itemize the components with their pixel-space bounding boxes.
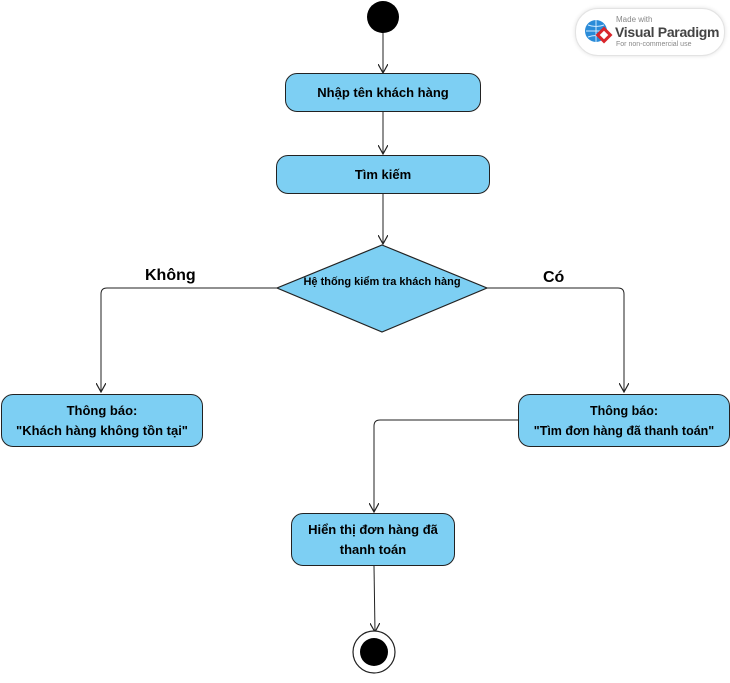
action-search[interactable]: Tìm kiếm bbox=[276, 155, 490, 194]
decision-diamond[interactable] bbox=[275, 244, 489, 333]
visual-paradigm-logo-icon bbox=[585, 20, 613, 44]
show-orders-line-1: Hiển thị đơn hàng đã bbox=[308, 521, 438, 537]
watermark-brand: Visual Paradigm bbox=[615, 24, 720, 40]
show-orders-line-2: thanh toán bbox=[339, 541, 407, 557]
edge-show-to-end bbox=[374, 565, 375, 632]
edge-decision-yes bbox=[487, 287, 624, 392]
edge-decision-no bbox=[101, 287, 277, 392]
notify-found-line-1: Thông báo: bbox=[589, 403, 659, 418]
notify-not-found-line-2: "Khách hàng không tồn tại" bbox=[16, 422, 188, 438]
notify-found-line-2: "Tìm đơn hàng đã thanh toán" bbox=[533, 423, 715, 438]
action-input-customer-name[interactable]: Nhập tên khách hàng bbox=[285, 73, 481, 112]
initial-node[interactable] bbox=[367, 1, 399, 33]
visual-paradigm-watermark: Made with Visual Paradigm For non-commer… bbox=[575, 8, 725, 56]
watermark-note: For non-commercial use bbox=[616, 41, 692, 48]
final-node-core bbox=[360, 638, 388, 666]
edge-label-yes: Có bbox=[543, 269, 565, 286]
action-show-paid-orders[interactable]: Hiển thị đơn hàng đã thanh toán bbox=[291, 513, 455, 566]
edge-label-no: Không bbox=[145, 267, 196, 284]
action-search-label: Tìm kiếm bbox=[354, 166, 412, 182]
action-notify-found[interactable]: Thông báo: "Tìm đơn hàng đã thanh toán" bbox=[518, 394, 730, 447]
notify-not-found-line-1: Thông báo: bbox=[66, 402, 138, 418]
action-input-label: Nhập tên khách hàng bbox=[317, 84, 449, 100]
decision-label: Hệ thống kiểm tra khách hàng bbox=[303, 276, 461, 288]
watermark-made-with: Made with bbox=[616, 15, 653, 24]
action-notify-not-found[interactable]: Thông báo: "Khách hàng không tồn tại" bbox=[1, 394, 203, 447]
edge-notify-to-show bbox=[374, 419, 518, 512]
